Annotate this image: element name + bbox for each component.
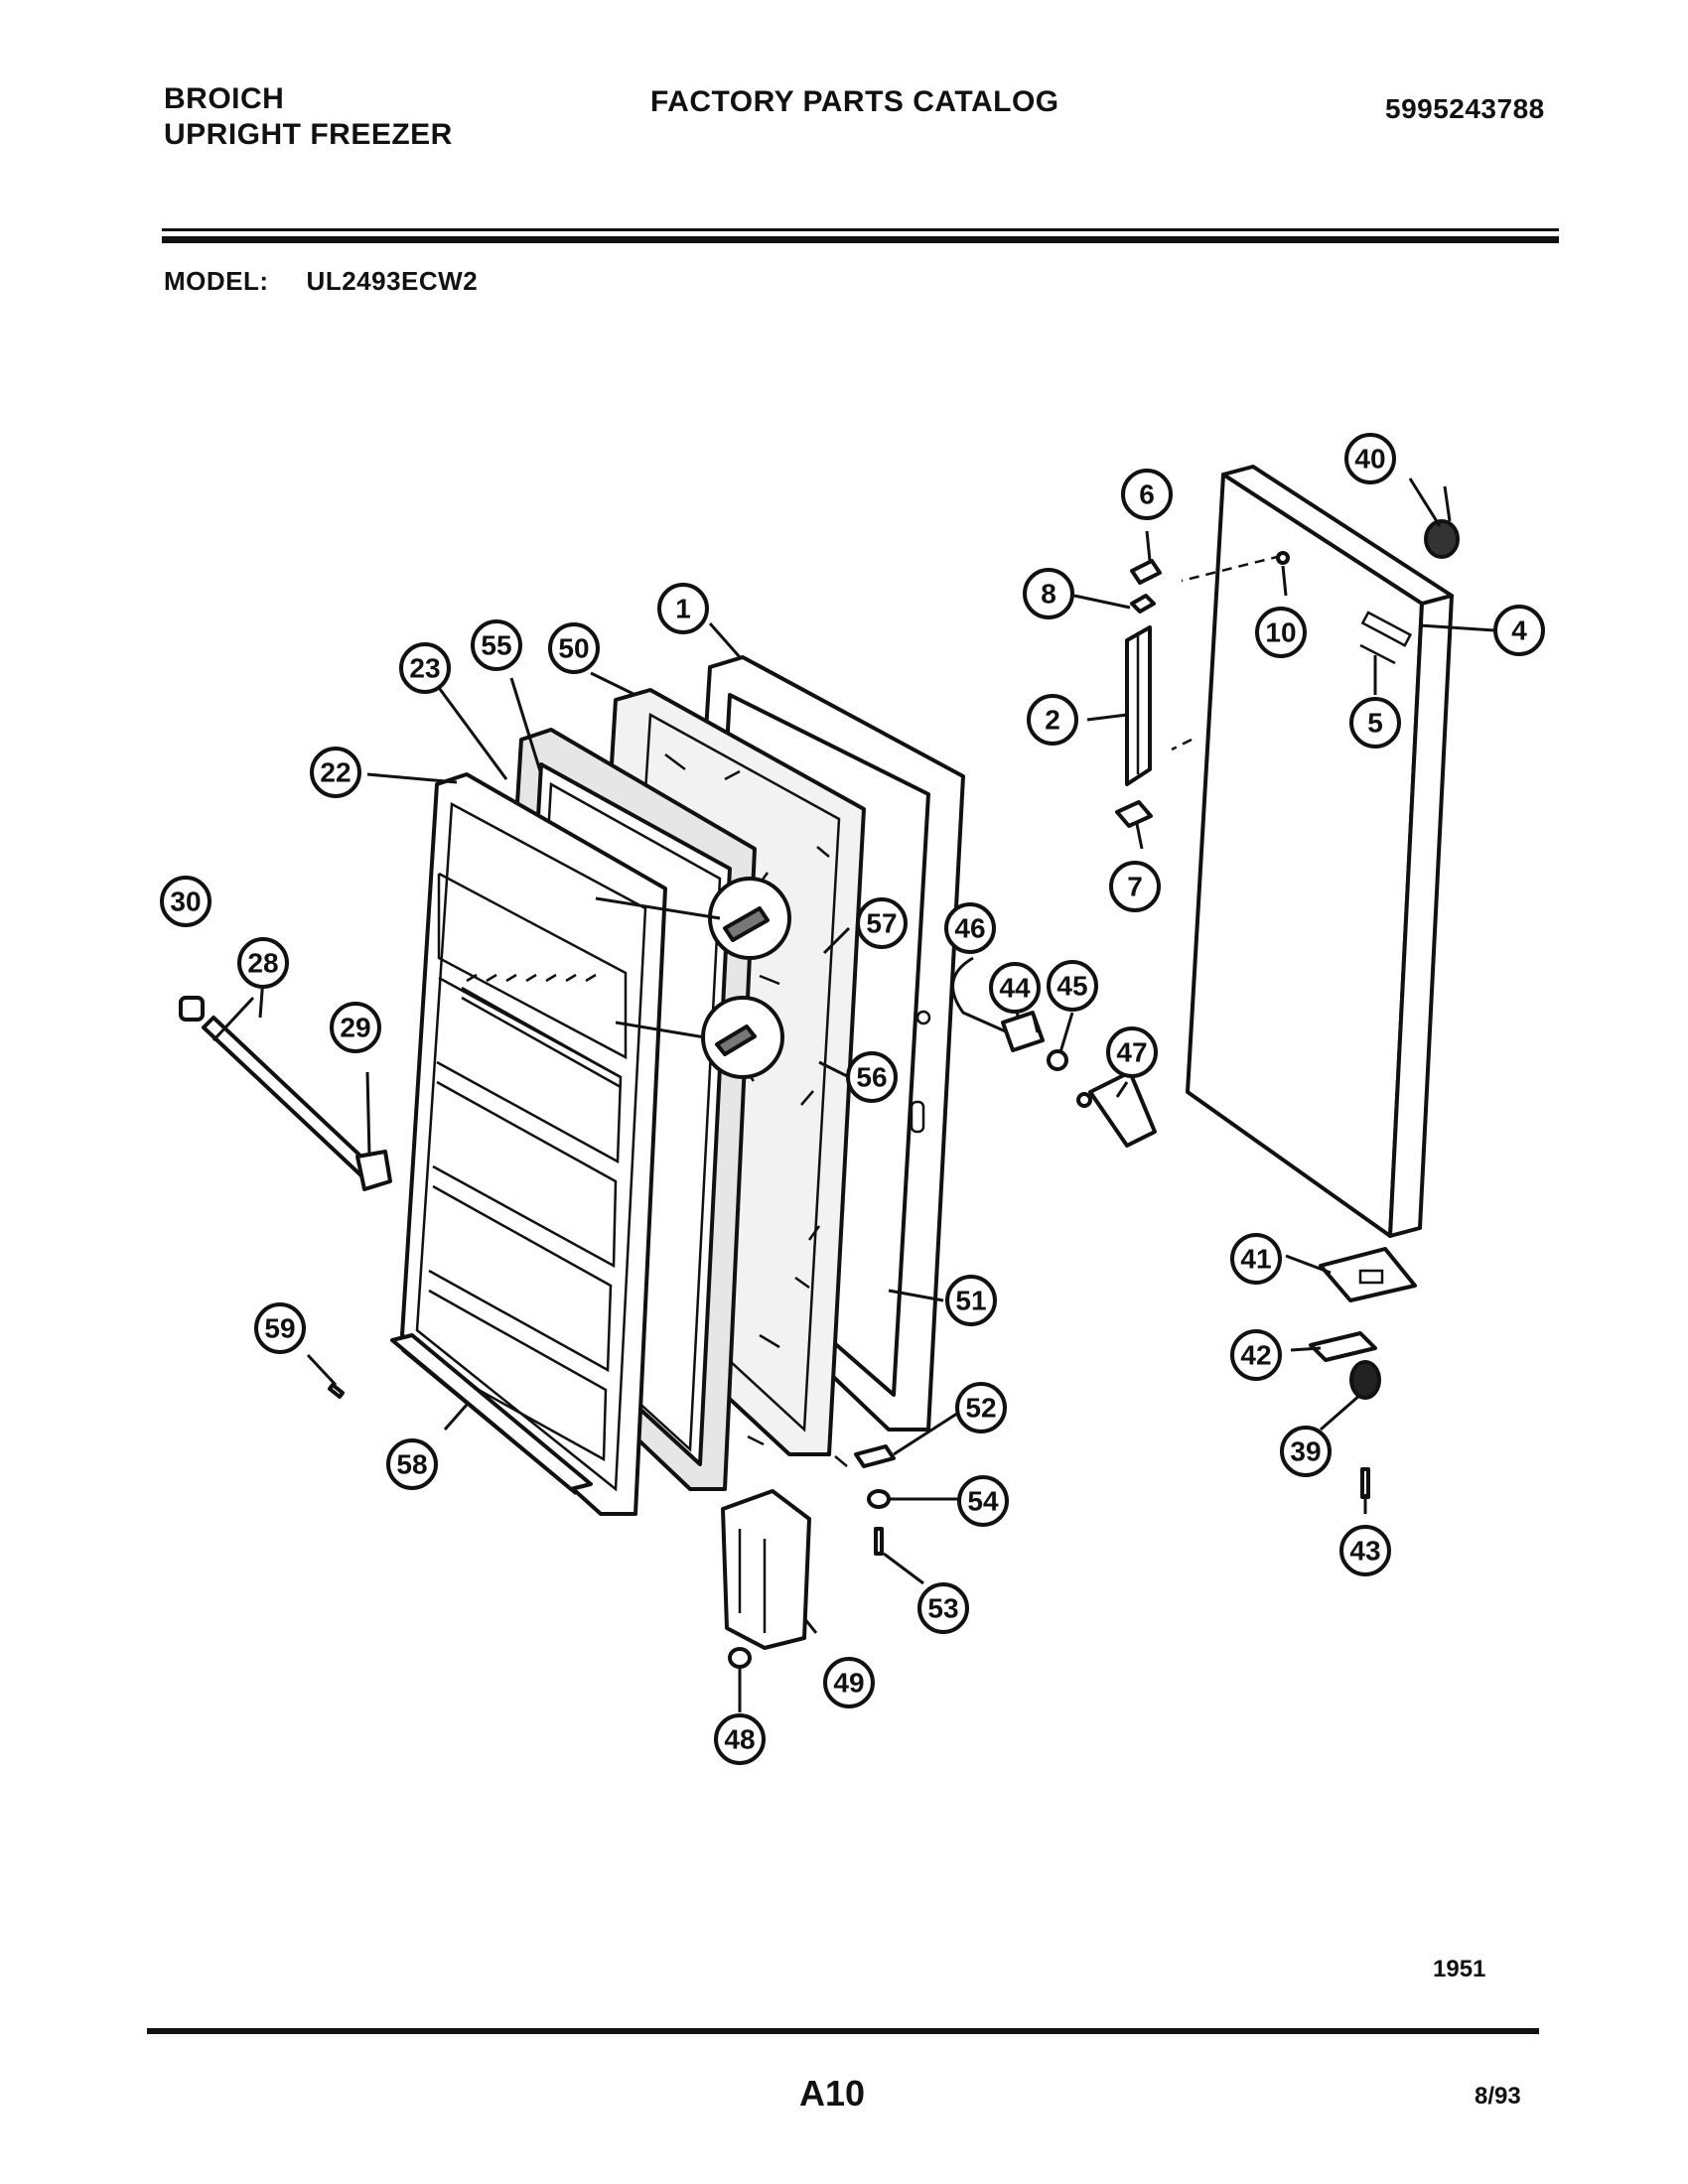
- svg-text:7: 7: [1127, 872, 1143, 902]
- callout-7: 7: [1109, 861, 1161, 912]
- brand-block: BROICH UPRIGHT FREEZER: [164, 81, 453, 153]
- svg-text:5: 5: [1367, 708, 1383, 739]
- svg-text:6: 6: [1139, 479, 1155, 510]
- screw-part-59: [328, 1383, 345, 1399]
- inner-liner-part-22: [400, 772, 667, 1516]
- model-label: MODEL:: [164, 266, 269, 296]
- svg-text:56: 56: [856, 1062, 887, 1093]
- svg-text:43: 43: [1349, 1536, 1380, 1567]
- top-hinge-bushing: [1424, 485, 1460, 559]
- magnifier-detail-56: [615, 996, 784, 1079]
- outer-door-panel: [1171, 465, 1454, 1238]
- svg-text:59: 59: [264, 1313, 295, 1344]
- callout-44: 44: [989, 962, 1041, 1014]
- svg-text:46: 46: [954, 913, 985, 944]
- callout-30: 30: [160, 876, 211, 927]
- svg-text:8: 8: [1041, 579, 1056, 610]
- svg-text:49: 49: [833, 1668, 864, 1699]
- callout-57: 57: [856, 897, 908, 949]
- callout-50: 50: [548, 622, 600, 674]
- svg-text:39: 39: [1290, 1436, 1321, 1467]
- svg-text:48: 48: [724, 1724, 755, 1755]
- callout-58: 58: [386, 1438, 438, 1490]
- svg-text:44: 44: [999, 973, 1031, 1004]
- callout-4: 4: [1493, 605, 1545, 656]
- callout-2: 2: [1027, 694, 1078, 746]
- door-bottom-trim: [390, 1333, 593, 1495]
- svg-text:58: 58: [396, 1449, 427, 1480]
- callout-41: 41: [1230, 1233, 1282, 1285]
- svg-text:55: 55: [481, 630, 511, 661]
- leader-lines: [211, 478, 1495, 1712]
- handle-bracket-parts: [1115, 551, 1290, 828]
- svg-text:42: 42: [1240, 1340, 1271, 1371]
- callout-29: 29: [330, 1002, 381, 1053]
- callout-28: 28: [237, 937, 289, 989]
- model-line: MODEL: UL2493ECW2: [164, 266, 515, 297]
- svg-text:10: 10: [1265, 617, 1296, 648]
- svg-text:53: 53: [927, 1593, 958, 1624]
- callout-42: 42: [1230, 1329, 1282, 1381]
- svg-text:50: 50: [558, 633, 589, 664]
- callout-22: 22: [310, 747, 361, 798]
- callout-10: 10: [1255, 607, 1307, 658]
- svg-text:29: 29: [340, 1013, 370, 1043]
- callout-56: 56: [846, 1051, 898, 1103]
- callout-23: 23: [399, 642, 451, 694]
- callout-49: 49: [823, 1657, 875, 1708]
- svg-text:40: 40: [1354, 444, 1385, 475]
- svg-text:51: 51: [955, 1286, 986, 1316]
- svg-text:52: 52: [965, 1393, 996, 1424]
- svg-text:54: 54: [967, 1486, 999, 1517]
- model-value: UL2493ECW2: [306, 266, 479, 296]
- lower-hinge-assembly: [1309, 1247, 1417, 1499]
- svg-text:2: 2: [1045, 705, 1060, 736]
- callout-55: 55: [471, 619, 522, 671]
- callout-54: 54: [957, 1475, 1009, 1527]
- hinge-pin-assembly: [951, 956, 1157, 1148]
- bottom-door-parts: [721, 1444, 896, 1669]
- svg-text:22: 22: [320, 757, 351, 788]
- svg-text:41: 41: [1240, 1244, 1271, 1275]
- catalog-part-number: 5995243788: [1385, 93, 1545, 124]
- callout-51: 51: [945, 1275, 997, 1326]
- page-number: A10: [799, 2073, 866, 2114]
- callout-5: 5: [1349, 697, 1401, 749]
- handle-assembly: [179, 996, 392, 1191]
- callout-43: 43: [1339, 1525, 1391, 1576]
- callout-47: 47: [1106, 1026, 1158, 1078]
- callout-52: 52: [955, 1382, 1007, 1433]
- svg-text:57: 57: [866, 908, 897, 939]
- callout-40: 40: [1344, 433, 1396, 484]
- svg-text:45: 45: [1056, 971, 1087, 1002]
- svg-text:1: 1: [675, 594, 691, 624]
- svg-text:4: 4: [1511, 615, 1527, 646]
- callout-45: 45: [1047, 960, 1098, 1012]
- svg-text:28: 28: [247, 948, 278, 979]
- callout-6: 6: [1121, 469, 1173, 520]
- svg-text:47: 47: [1116, 1037, 1147, 1068]
- product-type: UPRIGHT FREEZER: [164, 118, 453, 151]
- catalog-title: FACTORY PARTS CATALOG: [650, 85, 1059, 118]
- catalog-date: 8/93: [1475, 2083, 1521, 2110]
- callout-1: 1: [657, 583, 709, 634]
- callout-8: 8: [1023, 568, 1074, 619]
- header-divider: [162, 228, 1559, 243]
- callout-48: 48: [714, 1713, 766, 1765]
- figure-code: 1951: [1433, 1956, 1486, 1982]
- magnifier-detail-57: [595, 877, 791, 960]
- svg-text:23: 23: [409, 653, 440, 684]
- callout-53: 53: [917, 1582, 969, 1634]
- callout-46: 46: [944, 902, 996, 954]
- brand-name: BROICH: [164, 82, 285, 115]
- footer-divider: [147, 2028, 1539, 2034]
- callout-59: 59: [254, 1302, 306, 1354]
- svg-text:30: 30: [170, 887, 201, 917]
- callout-39: 39: [1280, 1426, 1332, 1477]
